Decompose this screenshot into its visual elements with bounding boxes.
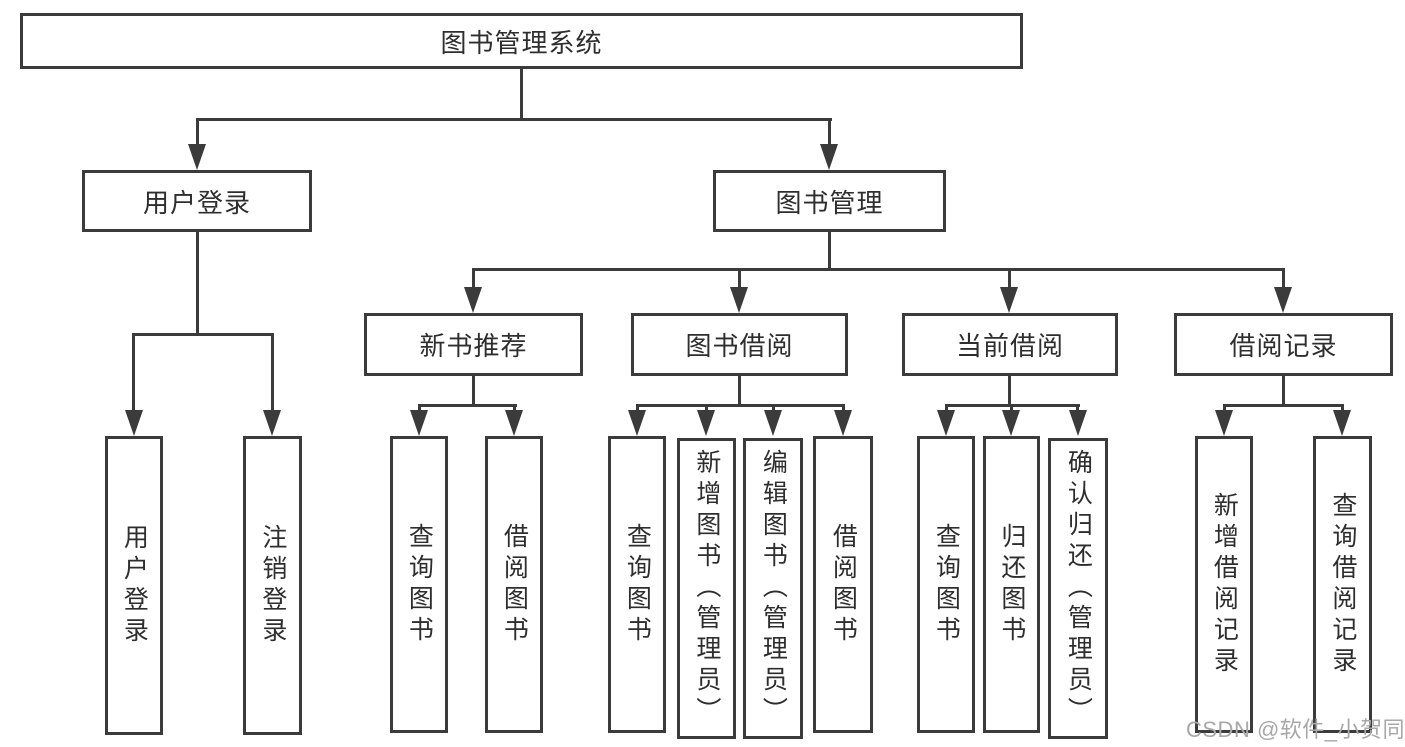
node-label: 查询借阅记录	[1328, 491, 1357, 678]
node-label: 新书推荐	[419, 331, 528, 361]
node-leaf-query-book-borrow: 查询图书	[608, 436, 666, 733]
node-leaf-add-borrow-record: 新增借阅记录	[1195, 436, 1253, 733]
node-label: 查询图书	[932, 522, 961, 647]
arrowhead-down-icon	[730, 287, 748, 313]
node-label: 图书管理	[775, 187, 884, 218]
node-current-borrow: 当前借阅	[902, 313, 1118, 376]
watermark-text: CSDN @软件_小贺同学	[1186, 717, 1405, 742]
connector-shaft	[196, 118, 199, 148]
node-new-book-recommend: 新书推荐	[364, 313, 583, 376]
connector-horizontal	[418, 404, 517, 407]
arrowhead-down-icon	[937, 410, 955, 436]
node-label: 借阅图书	[500, 522, 529, 647]
connector-shaft	[1282, 268, 1285, 290]
node-label: 用户登录	[120, 523, 149, 648]
connector-user-login-horizontal	[132, 333, 274, 336]
node-leaf-query-book-current: 查询图书	[917, 436, 975, 733]
arrowhead-down-icon	[1000, 287, 1018, 313]
node-leaf-confirm-return-admin: 确认归还（管理员）	[1048, 438, 1108, 739]
node-label: 图书管理系统	[440, 27, 603, 58]
connector-shaft	[1008, 268, 1011, 290]
node-label: 注销登录	[258, 523, 287, 648]
connector-shaft	[828, 118, 831, 148]
connector-shaft	[738, 268, 741, 290]
node-label: 确认归还（管理员）	[1064, 449, 1093, 728]
node-label: 编辑图书（管理员）	[759, 449, 788, 728]
connector-vertical	[738, 376, 741, 406]
node-leaf-return-book: 归还图书	[983, 436, 1040, 733]
connector-user-login-vertical	[196, 231, 199, 335]
node-book-borrow: 图书借阅	[631, 313, 848, 376]
connector-book-mgmt-horizontal	[472, 268, 1285, 271]
node-label: 用户登录	[142, 187, 251, 218]
node-label: 当前借阅	[955, 331, 1064, 361]
connector-vertical	[1282, 376, 1285, 406]
node-library-management-system: 图书管理系统	[20, 13, 1023, 69]
connector-vertical	[472, 376, 475, 406]
node-label: 借阅记录	[1229, 331, 1338, 361]
node-leaf-user-login: 用户登录	[105, 436, 163, 735]
connector-shaft	[472, 268, 475, 290]
connector-root-vertical	[520, 68, 523, 121]
node-leaf-query-book-recommend: 查询图书	[390, 436, 448, 733]
arrowhead-down-icon	[697, 410, 715, 436]
node-label: 图书借阅	[685, 331, 794, 361]
node-label: 新增图书（管理员）	[692, 449, 721, 728]
arrowhead-down-icon	[505, 410, 523, 436]
node-label: 查询图书	[623, 522, 652, 647]
arrowhead-down-icon	[1215, 410, 1233, 436]
node-label: 归还图书	[997, 522, 1026, 647]
arrowhead-down-icon	[820, 144, 838, 170]
connector-shaft	[271, 333, 274, 413]
node-book-management: 图书管理	[713, 170, 946, 232]
node-label: 新增借阅记录	[1210, 491, 1239, 678]
connector-book-mgmt-vertical	[828, 231, 831, 270]
node-leaf-edit-book-admin: 编辑图书（管理员）	[743, 438, 803, 739]
connector-vertical	[1008, 376, 1011, 406]
connector-horizontal	[1223, 404, 1344, 407]
node-leaf-borrow-book-recommend: 借阅图书	[485, 436, 543, 733]
arrowhead-down-icon	[263, 410, 281, 436]
node-leaf-query-borrow-record: 查询借阅记录	[1313, 436, 1372, 733]
arrowhead-down-icon	[410, 410, 428, 436]
node-leaf-add-book-admin: 新增图书（管理员）	[677, 438, 736, 739]
node-user-login: 用户登录	[82, 170, 312, 232]
arrowhead-down-icon	[1002, 410, 1020, 436]
arrowhead-down-icon	[464, 287, 482, 313]
arrowhead-down-icon	[1069, 410, 1087, 436]
node-label: 查询图书	[405, 522, 434, 647]
arrowhead-down-icon	[1333, 410, 1351, 436]
node-leaf-borrow-book: 借阅图书	[813, 436, 873, 733]
node-leaf-logout: 注销登录	[243, 436, 302, 735]
node-borrow-record: 借阅记录	[1174, 313, 1393, 376]
connector-horizontal	[636, 404, 845, 407]
arrowhead-down-icon	[188, 144, 206, 170]
node-label: 借阅图书	[829, 522, 858, 647]
arrowhead-down-icon	[628, 410, 646, 436]
arrowhead-down-icon	[764, 410, 782, 436]
arrowhead-down-icon	[125, 410, 143, 436]
connector-root-horizontal	[196, 118, 832, 121]
arrowhead-down-icon	[1274, 287, 1292, 313]
connector-shaft	[132, 333, 135, 413]
arrowhead-down-icon	[834, 410, 852, 436]
